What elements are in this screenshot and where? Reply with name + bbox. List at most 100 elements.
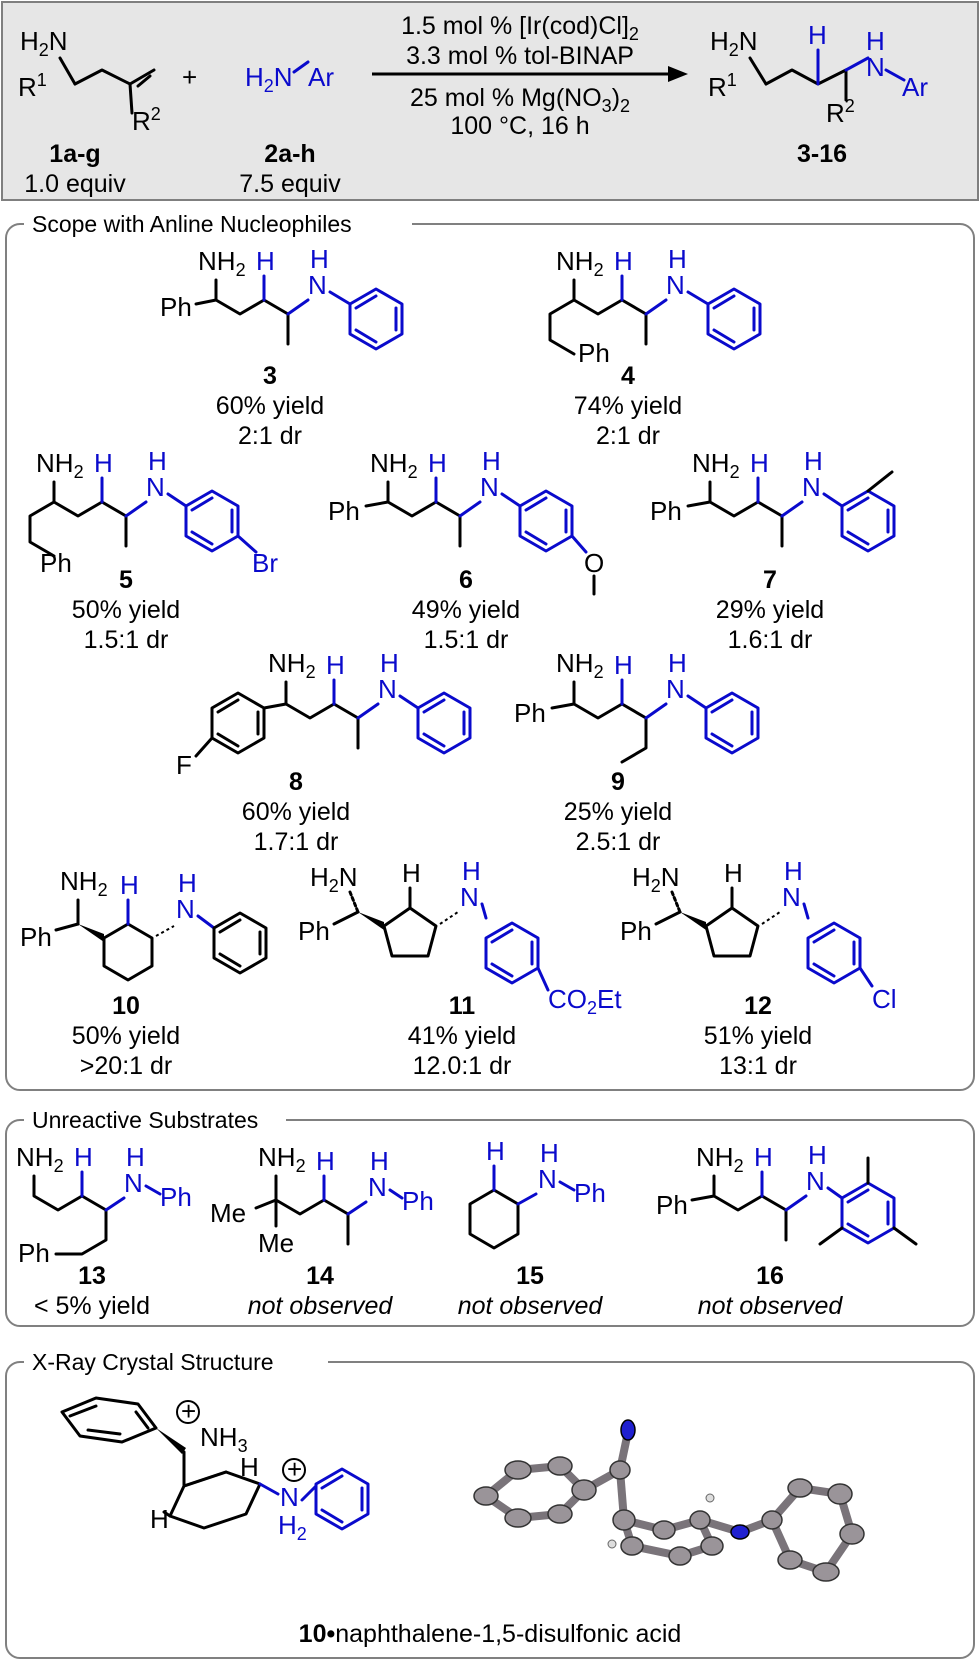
svg-text:H2N: H2N: [310, 862, 358, 896]
svg-text:H: H: [310, 244, 329, 274]
compound-6-number: 6: [459, 566, 473, 594]
compound-11-dr: 12.0:1 dr: [413, 1052, 512, 1080]
compound-13-note: < 5% yield: [34, 1292, 150, 1320]
svg-text:N: N: [866, 52, 885, 82]
product-structure: H2N R1 H R2 H N Ar: [708, 20, 928, 128]
compound-15-structure: H H N Ph: [468, 1136, 606, 1250]
compound-11-structure: H2N Ph H H N CO2Et: [298, 856, 622, 1018]
svg-text:N: N: [480, 472, 499, 502]
svg-text:NH2: NH2: [16, 1142, 64, 1176]
compound-3-yield: 60% yield: [216, 392, 324, 420]
xray-chemdraw-structure: + NH3 H H + N H2: [60, 1396, 370, 1544]
compound-4-structure: NH2 Ph H H N: [548, 244, 762, 368]
svg-text:10•naphthalene-1,5-disulfonic: 10•naphthalene-1,5-disulfonic acid: [299, 1620, 682, 1648]
compound-16-number: 16: [756, 1262, 784, 1290]
svg-text:Ph: Ph: [298, 916, 330, 946]
svg-text:N: N: [308, 270, 327, 300]
compound-5-number: 5: [119, 566, 133, 594]
svg-text:H: H: [240, 1452, 259, 1482]
svg-text:H: H: [808, 1140, 827, 1170]
xray-caption: 10•naphthalene-1,5-disulfonic acid: [299, 1620, 682, 1648]
compound-3-number: 3: [263, 362, 277, 390]
compound-5-yield: 50% yield: [72, 596, 180, 624]
svg-text:H: H: [402, 858, 421, 888]
svg-text:N: N: [802, 472, 821, 502]
svg-text:NH2: NH2: [556, 648, 604, 682]
svg-text:H: H: [784, 856, 803, 886]
svg-text:NH2: NH2: [692, 448, 740, 482]
svg-text:H: H: [668, 648, 687, 678]
svg-text:Ph: Ph: [160, 292, 192, 322]
svg-text:H: H: [120, 870, 139, 900]
compound-15-number: 15: [516, 1262, 544, 1290]
svg-text:N: N: [806, 1166, 825, 1196]
compound-12-number: 12: [744, 992, 772, 1020]
svg-text:CO2Et: CO2Et: [548, 984, 622, 1018]
svg-text:H: H: [668, 244, 687, 274]
svg-text:H: H: [316, 1146, 335, 1176]
svg-text:H: H: [370, 1146, 389, 1176]
substrate-1-label: 1a-g: [49, 140, 100, 168]
svg-text:+: +: [287, 1454, 302, 1484]
substrate-2-structure: H2N Ar: [245, 60, 334, 96]
svg-text:Cl: Cl: [872, 984, 897, 1014]
svg-text:H: H: [804, 446, 823, 476]
svg-text:Ph: Ph: [578, 338, 610, 368]
compound-16-note: not observed: [698, 1292, 844, 1320]
reaction-scheme-background: [1, 1, 979, 201]
svg-text:Ph: Ph: [20, 922, 52, 952]
compound-4-yield: 74% yield: [574, 392, 682, 420]
compound-9-yield: 25% yield: [564, 798, 672, 826]
svg-text:H: H: [482, 446, 501, 476]
svg-text:H: H: [178, 868, 197, 898]
compound-3-structure: NH2 Ph H H N: [160, 244, 404, 351]
svg-text:N: N: [666, 674, 685, 704]
svg-text:NH2: NH2: [198, 246, 246, 280]
svg-text:Ph: Ph: [402, 1186, 434, 1216]
svg-text:1.5 mol % [Ir(cod)Cl]2: 1.5 mol % [Ir(cod)Cl]2: [401, 12, 639, 44]
compound-4-dr: 2:1 dr: [596, 422, 660, 450]
plus-sign: +: [182, 62, 197, 92]
svg-text:NH3: NH3: [200, 1422, 248, 1456]
unreactive-panel: [5, 1119, 975, 1327]
svg-text:Ph: Ph: [18, 1238, 50, 1268]
compound-12-yield: 51% yield: [704, 1022, 812, 1050]
compound-5-structure: NH2 Ph H H N Br: [28, 446, 278, 578]
compound-9-number: 9: [611, 768, 625, 796]
svg-text:Br: Br: [252, 548, 278, 578]
compound-10-dr: >20:1 dr: [80, 1052, 172, 1080]
svg-text:NH2: NH2: [556, 246, 604, 280]
compound-7-dr: 1.6:1 dr: [728, 626, 813, 654]
svg-text:H: H: [428, 448, 447, 478]
svg-text:H: H: [150, 1504, 169, 1534]
svg-text:Ph: Ph: [656, 1190, 688, 1220]
compound-13-structure: NH2 H Ph H N Ph: [16, 1142, 192, 1268]
scope-panel: [5, 223, 975, 1091]
svg-text:NH2: NH2: [36, 448, 84, 482]
svg-text:Ph: Ph: [650, 496, 682, 526]
svg-text:Ph: Ph: [620, 916, 652, 946]
compound-14-note: not observed: [248, 1292, 394, 1320]
svg-text:H: H: [614, 246, 633, 276]
substrate-2-equiv: 7.5 equiv: [239, 170, 341, 198]
xray-ortep-image: [473, 1419, 865, 1582]
compound-8-structure: NH2 F H H N: [176, 648, 472, 780]
svg-text:NH2: NH2: [60, 866, 108, 900]
svg-text:O: O: [584, 548, 604, 578]
svg-text:N: N: [124, 1168, 143, 1198]
svg-text:NH2: NH2: [370, 448, 418, 482]
svg-text:H: H: [462, 856, 481, 886]
svg-text:N: N: [460, 882, 479, 912]
reaction-conditions: 1.5 mol % [Ir(cod)Cl]2 3.3 mol % tol-BIN…: [372, 12, 688, 140]
svg-text:H: H: [148, 446, 167, 476]
compound-11-yield: 41% yield: [408, 1022, 516, 1050]
compound-10-yield: 50% yield: [72, 1022, 180, 1050]
compound-15-note: not observed: [458, 1292, 604, 1320]
compound-9-dr: 2.5:1 dr: [576, 828, 661, 856]
svg-text:Ph: Ph: [514, 698, 546, 728]
compound-6-dr: 1.5:1 dr: [424, 626, 509, 654]
scope-section-title: Scope with Anline Nucleophiles: [32, 211, 352, 237]
compound-8-yield: 60% yield: [242, 798, 350, 826]
svg-text:H: H: [754, 1142, 773, 1172]
svg-text:H: H: [808, 20, 827, 50]
